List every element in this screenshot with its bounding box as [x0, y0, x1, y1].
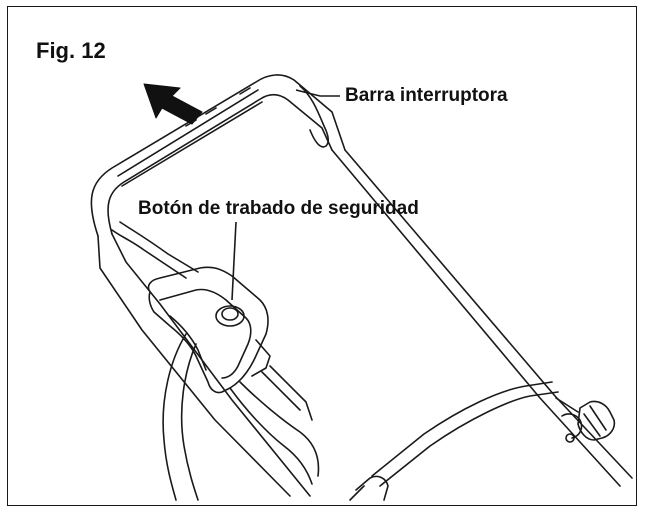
direction-arrow-icon: [143, 83, 203, 125]
right-handle-tube-inner: [344, 149, 633, 479]
lower-cable-clip: [349, 475, 389, 501]
handle-loop-inner: [107, 94, 333, 235]
safety-lock-button-label: Botón de trabado de seguridad: [138, 198, 419, 219]
left-handle-tube-outer: [97, 235, 291, 497]
adjustment-knob: [577, 400, 616, 441]
handle-loop-outer: [90, 74, 346, 237]
figure-title: Fig. 12: [36, 38, 106, 63]
switch-bar-end: [299, 85, 329, 148]
switch-bar-leader-line: [295, 89, 340, 97]
switch-bar-lever: [111, 229, 187, 279]
switch-bar-label: Barra interruptora: [345, 85, 508, 106]
left-handle-tube-inner: [111, 233, 311, 497]
safety-button-leader-line: [231, 221, 237, 301]
right-handle-tube-outer: [331, 149, 621, 487]
power-cable: [162, 333, 187, 501]
lower-crossbar: [379, 391, 559, 487]
figure-frame: [7, 6, 637, 506]
safety-lock-button-inner: [221, 307, 239, 321]
safety-lock-button-outer: [215, 305, 245, 327]
control-box: [147, 266, 269, 394]
